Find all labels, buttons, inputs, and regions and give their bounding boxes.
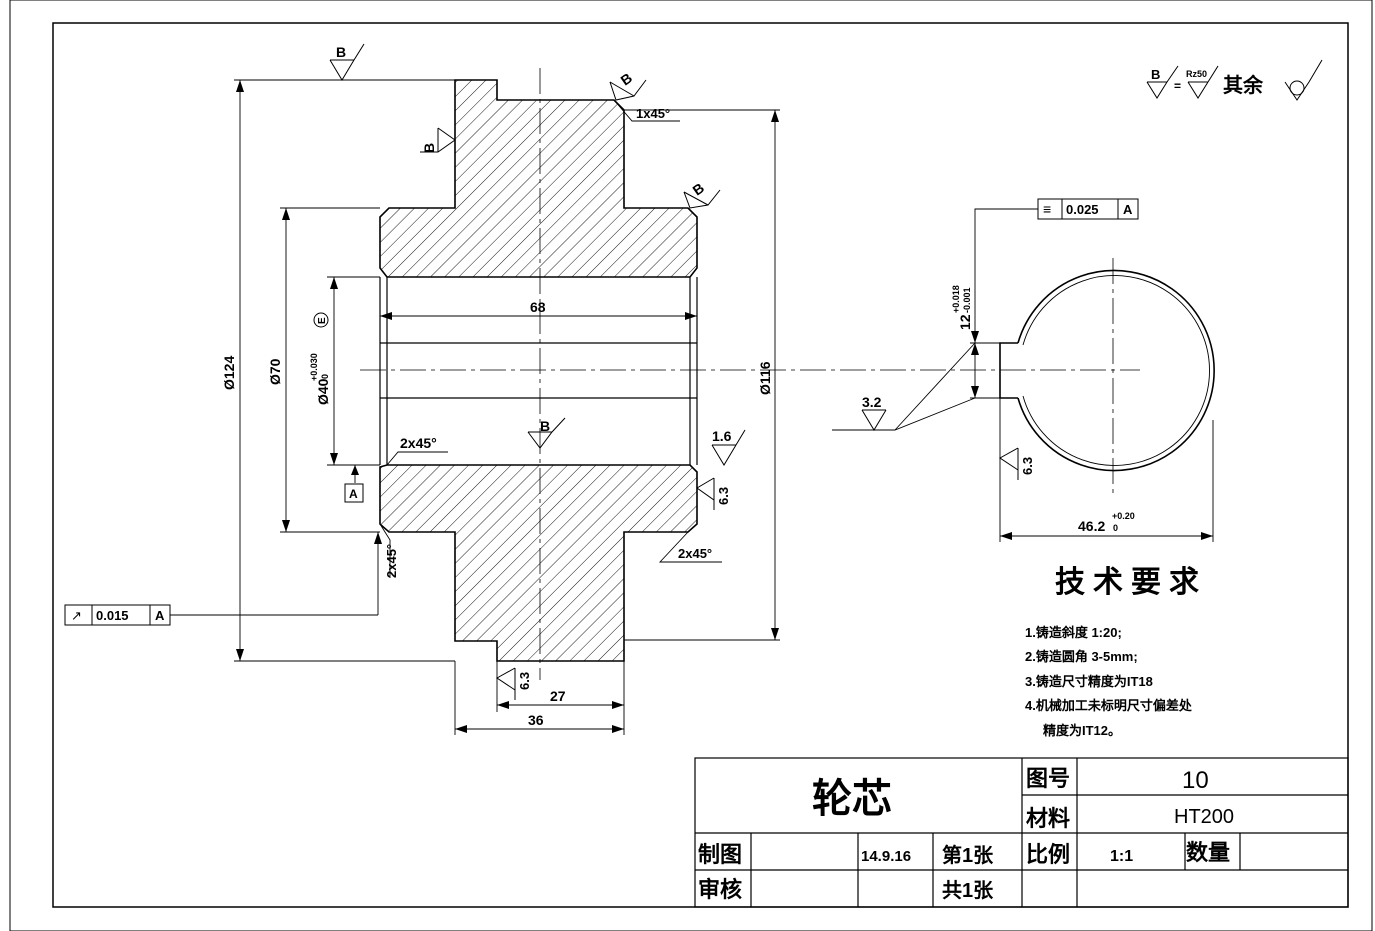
symmetry-datum: A (1123, 202, 1133, 217)
dim-key-base: 12 (957, 314, 973, 330)
scale-label: 比例 (1026, 842, 1070, 867)
sheet: 第1张 (942, 843, 994, 867)
requirements-title: 技术要求 (1055, 566, 1207, 599)
material: HT200 (1174, 806, 1234, 828)
section-view: Ø124 Ø70 Ø40 +0.030 0 E Ø116 68 27 36 1x… (64, 43, 1140, 735)
roughness-b-shoulder: B (690, 180, 707, 199)
legend-equals: = (1174, 79, 1181, 93)
dim-d116: Ø116 (757, 361, 773, 395)
roughness-legend: B = Rz50 其余 (1146, 59, 1323, 101)
material-label: 材料 (1026, 806, 1070, 831)
runout-tolerance-frame: ↗ 0.015 A (64, 604, 171, 626)
roughness-6-3-keyway: 6.3 (1020, 457, 1035, 475)
title-block: 轮芯 图号 10 材料 HT200 制图 14.9.16 第1张 比例 1:1 … (694, 757, 1349, 908)
chamfer-top: 1x45° (636, 106, 670, 121)
chamfer-left: 2x45° (384, 544, 399, 578)
requirement-1: 1.铸造斜度 1:20; (1025, 625, 1122, 640)
dim-d40-upper: +0.030 (309, 353, 319, 381)
chamfer-bore: 2x45° (400, 435, 437, 451)
drawing-no-label: 图号 (1026, 766, 1070, 791)
roughness-6-3-bottom: 6.3 (517, 672, 532, 690)
dim-d40-lower: 0 (320, 374, 330, 379)
legend-rest: 其余 (1223, 73, 1264, 97)
end-view: 12 +0.018 -0.001 3.2 6.3 46.2 +0.20 0 (832, 198, 1215, 542)
dim-len68: 68 (530, 299, 546, 315)
symmetry-value: 0.025 (1066, 202, 1099, 217)
total-sheets: 共1张 (942, 879, 994, 902)
legend-rz50: Rz50 (1186, 69, 1207, 79)
roughness-b-chamfer: B (618, 70, 635, 89)
requirement-4-cont: 精度为IT12。 (1043, 723, 1121, 738)
symmetry-tolerance-frame: ≡ 0.025 A (1037, 198, 1139, 220)
technical-requirements: 技术要求 1.铸造斜度 1:20; 2.铸造圆角 3-5mm; 3.铸造尺寸精度… (1025, 566, 1207, 738)
drawing-no: 10 (1182, 767, 1209, 794)
dim-hub-upper: +0.20 (1112, 511, 1135, 521)
roughness-b-hub: B (421, 143, 437, 153)
roughness-3-2: 3.2 (862, 394, 882, 410)
review-label: 审核 (698, 877, 742, 902)
envelope-mark: E (317, 317, 328, 324)
requirement-3: 3.铸造尺寸精度为IT18 (1025, 674, 1153, 689)
drawn-label: 制图 (698, 842, 742, 867)
date: 14.9.16 (861, 848, 911, 865)
datum-a-label: A (349, 487, 358, 501)
dim-len36: 36 (528, 712, 544, 728)
part-name: 轮芯 (812, 777, 892, 821)
dim-hub-lower: 0 (1113, 523, 1118, 533)
lower-section-hatch (379, 464, 698, 662)
dim-d40-base: Ø40 (315, 378, 331, 405)
runout-symbol: ↗ (71, 608, 82, 623)
dim-d70: Ø70 (267, 358, 283, 385)
upper-section-hatch (379, 79, 698, 278)
roughness-b-top: B (336, 44, 346, 60)
runout-datum: A (155, 608, 165, 623)
dim-key-lower: -0.001 (962, 287, 972, 313)
dim-d124: Ø124 (221, 356, 237, 390)
roughness-6-3-right: 6.3 (716, 487, 731, 505)
dim-hub-base: 46.2 (1078, 518, 1105, 534)
dim-len27: 27 (550, 688, 566, 704)
dim-key-upper: +0.018 (951, 285, 961, 313)
scale: 1:1 (1110, 848, 1133, 865)
requirement-4: 4.机械加工未标明尺寸偏差处 (1025, 698, 1193, 713)
requirement-2: 2.铸造圆角 3-5mm; (1025, 649, 1138, 664)
quantity-label: 数量 (1186, 840, 1230, 865)
chamfer-right: 2x45° (678, 546, 712, 561)
symmetry-symbol: ≡ (1043, 201, 1051, 217)
runout-value: 0.015 (96, 608, 129, 623)
roughness-1-6: 1.6 (712, 428, 732, 444)
roughness-b-bore: B (540, 418, 550, 434)
legend-b: B (1151, 67, 1160, 82)
